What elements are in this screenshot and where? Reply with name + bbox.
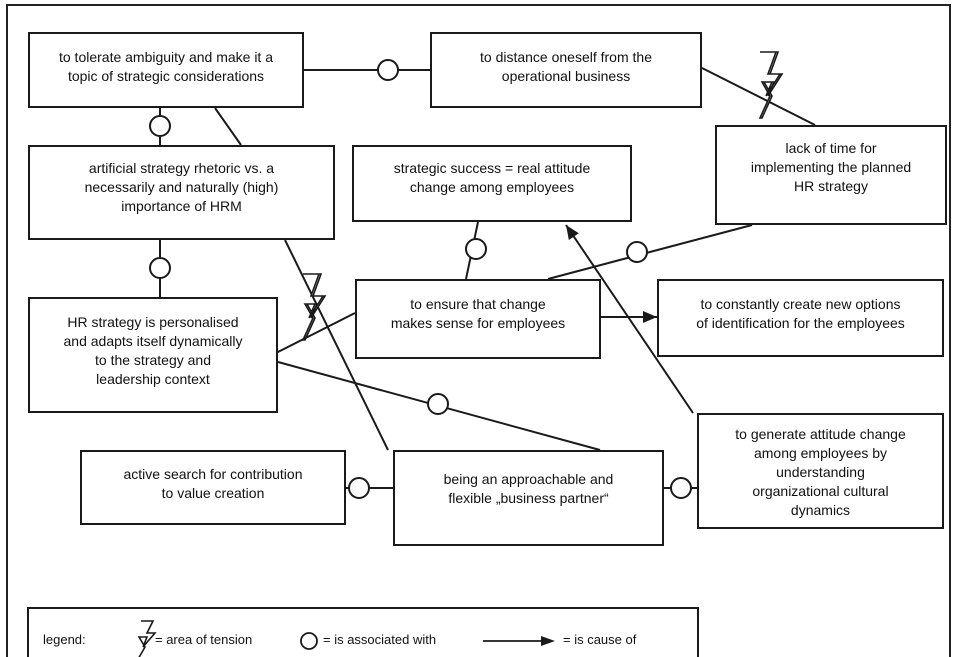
tension-icon — [301, 273, 327, 341]
link-n4-n11-line — [284, 239, 389, 451]
legend-title: legend: — [43, 632, 86, 647]
legend-tension-icon — [137, 620, 157, 657]
node-tolerate-ambiguity: to tolerate ambiguity and make it a topi… — [28, 32, 304, 108]
association-marker — [427, 393, 449, 415]
cause-arrowhead — [643, 311, 657, 323]
association-marker — [348, 477, 370, 499]
link-n4-n8 — [149, 240, 171, 297]
link-n2-n3-line — [701, 67, 816, 126]
association-marker — [626, 241, 648, 263]
node-distance-operational: to distance oneself from the operational… — [430, 32, 702, 108]
association-marker — [465, 238, 487, 260]
link-n8-n6-line — [273, 312, 356, 355]
link-n1-n2 — [304, 59, 430, 81]
association-marker — [670, 477, 692, 499]
association-marker — [377, 59, 399, 81]
node-generate-attitude: to generate attitude change among employ… — [697, 413, 944, 529]
link-n9-n5 — [565, 224, 694, 414]
cause-arrowhead — [566, 225, 579, 240]
node-active-search: active search for contribution to value … — [80, 450, 346, 525]
legend-cause-arrow-icon — [483, 636, 555, 646]
link-n8-n6 — [273, 312, 356, 355]
link-n9-n5-line — [565, 224, 694, 414]
association-marker — [149, 257, 171, 279]
link-n8-n11 — [277, 361, 601, 451]
node-hr-personalised: HR strategy is personalised and adapts i… — [28, 297, 278, 413]
node-strategic-success: strategic success = real attitude change… — [352, 145, 632, 222]
node-strategy-rhetoric: artificial strategy rhetoric vs. a neces… — [28, 145, 335, 240]
link-n1-n4 — [149, 108, 171, 145]
node-ensure-change: to ensure that change makes sense for em… — [355, 279, 601, 359]
legend-tension-label: = area of tension — [155, 632, 253, 647]
link-n2-n3 — [701, 51, 816, 126]
association-marker — [149, 115, 171, 137]
node-lack-of-time: lack of time for implementing the planne… — [715, 125, 947, 225]
link-n6-n3 — [547, 224, 753, 280]
legend-cause-label: = is cause of — [563, 632, 637, 647]
node-new-options: to constantly create new options of iden… — [657, 279, 944, 357]
link-n1-n4-line-line — [214, 107, 242, 146]
legend-association-icon — [300, 632, 318, 650]
diagram-frame — [6, 4, 951, 657]
link-n6-n5 — [465, 221, 487, 280]
legend: legend: = area of tension = is associate… — [27, 607, 699, 657]
link-n4-n11 — [284, 239, 389, 451]
node-business-partner: being an approachable and flexible „busi… — [393, 450, 664, 546]
link-n11-n9 — [664, 477, 697, 499]
link-n6-n3-line — [547, 224, 753, 280]
tension-icon — [758, 51, 784, 119]
legend-association-label: = is associated with — [323, 632, 437, 647]
link-n10-n11 — [346, 477, 393, 499]
link-n1-n4-line — [214, 107, 242, 146]
